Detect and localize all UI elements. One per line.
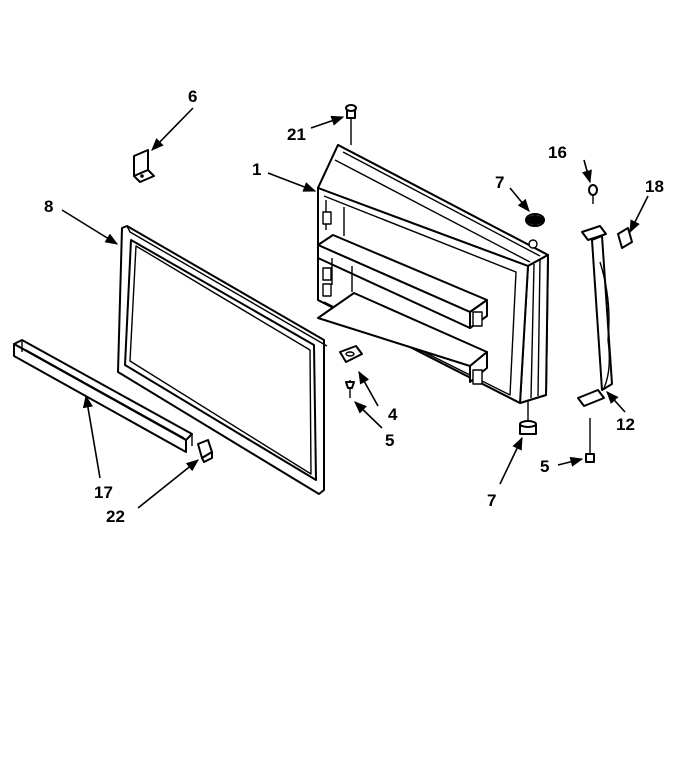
handle-screw-bottom (585, 418, 595, 463)
mounting-bracket (133, 149, 155, 183)
door-handle (577, 225, 613, 407)
callout-18: 18 (645, 177, 664, 196)
door-cap-top (525, 213, 545, 227)
handle-screw-top (588, 184, 598, 204)
callout-22: 22 (106, 507, 125, 526)
breaker-strip (13, 339, 193, 453)
handle-trim-tab (617, 227, 633, 249)
callout-5-left: 5 (385, 431, 394, 450)
screw-left (345, 380, 355, 398)
hinge-pin-top (345, 104, 357, 145)
callout-21: 21 (287, 125, 306, 144)
retainer-clip (197, 439, 213, 463)
door-gasket (117, 225, 328, 495)
callout-12: 12 (616, 415, 635, 434)
callout-labels: 6 21 1 8 7 16 18 4 5 12 7 5 17 22 (44, 87, 664, 526)
callout-5-right: 5 (540, 457, 549, 476)
callout-7-bottom: 7 (487, 491, 496, 510)
door-stop (339, 345, 363, 363)
door-bushing-bottom (519, 400, 537, 435)
callout-4: 4 (388, 405, 398, 424)
callout-17: 17 (94, 483, 113, 502)
callout-7-top: 7 (495, 173, 504, 192)
callout-1: 1 (252, 160, 261, 179)
callout-6: 6 (188, 87, 197, 106)
leader-lines (61, 107, 649, 509)
callout-8: 8 (44, 197, 53, 216)
callout-16: 16 (548, 143, 567, 162)
freezer-door (317, 144, 549, 404)
